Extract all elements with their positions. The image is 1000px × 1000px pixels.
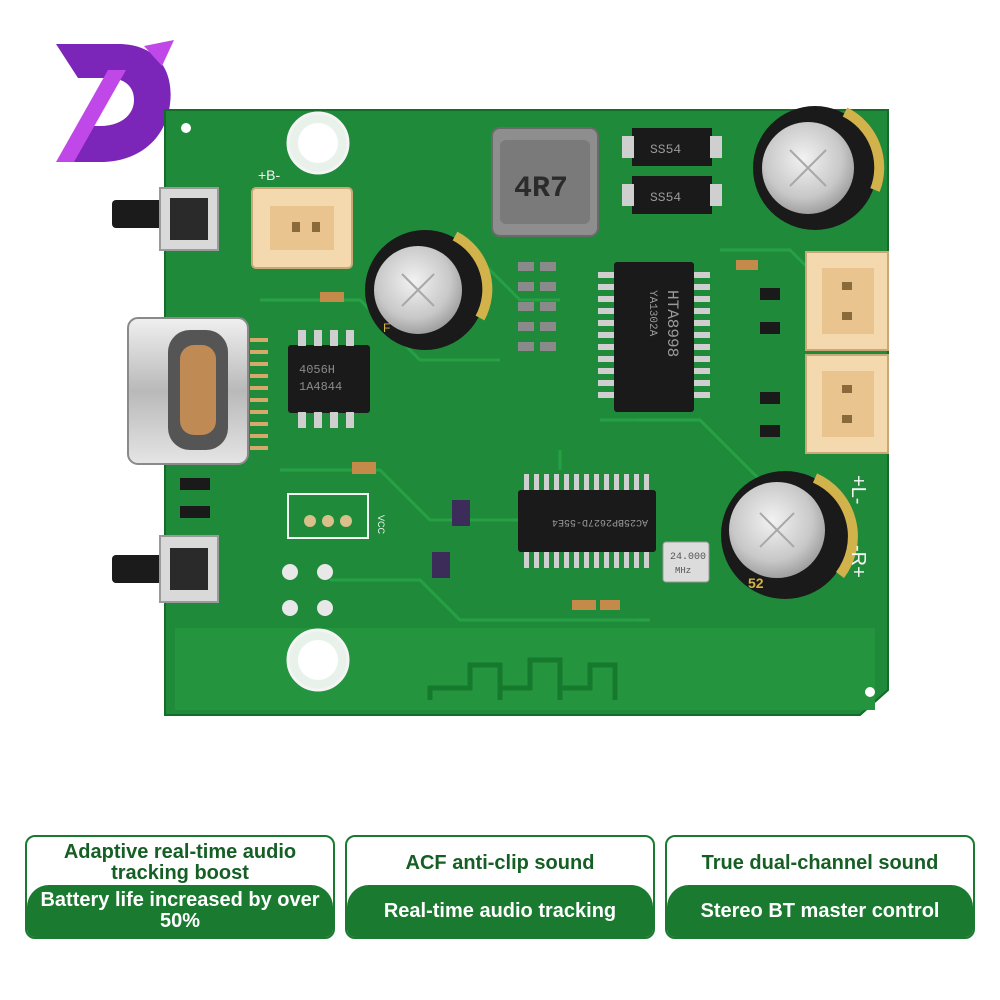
fiducial-bottom	[865, 687, 875, 697]
feature-card-1-title: Adaptive real-time audio tracking boost	[63, 841, 297, 884]
side-button-bottom	[112, 535, 219, 603]
svg-text:F: F	[383, 321, 390, 335]
svg-text:SS54: SS54	[650, 142, 681, 157]
svg-text:SS54: SS54	[650, 190, 681, 205]
usb-c-port	[127, 317, 268, 465]
speaker-connector-right	[805, 354, 889, 454]
fiducial-top	[181, 123, 191, 133]
pcb-traces	[260, 248, 822, 622]
capacitor-top-right	[753, 106, 885, 230]
feature-card-1: Adaptive real-time audio tracking boost …	[25, 835, 335, 939]
feature-card-2-title: ACF anti-clip sound	[405, 851, 595, 874]
smd-components	[180, 260, 780, 610]
svg-text:1A4844: 1A4844	[299, 380, 342, 394]
crystal: 24.000 MHz	[662, 541, 710, 583]
svg-text:MHz: MHz	[675, 566, 691, 576]
antenna-area	[175, 628, 875, 710]
feature-card-3: True dual-channel sound Stereo BT master…	[665, 835, 975, 939]
test-pads	[282, 564, 333, 616]
left-channel-label: +L-	[847, 475, 869, 504]
svg-text:4056H: 4056H	[299, 363, 335, 377]
mounting-holes	[286, 111, 350, 692]
svg-text:HTA8998: HTA8998	[663, 290, 681, 357]
vcc-header: VCC	[287, 493, 386, 539]
amplifier-chip: HTA8998 YA1302A	[598, 262, 710, 412]
capacitor-center: F	[365, 230, 493, 350]
svg-text:VCC: VCC	[376, 515, 386, 535]
right-channel-label: -R+	[847, 545, 869, 578]
diode-2: SS54	[622, 176, 722, 214]
bluetooth-amplifier-board: +B- 4056H 1A4844	[112, 106, 889, 716]
svg-text:4R7: 4R7	[514, 172, 568, 206]
speaker-connector-left	[805, 251, 889, 351]
capacitor-bottom-right: 52	[721, 471, 858, 599]
bluetooth-chip: AC25BP2627D-55E4	[518, 474, 656, 568]
svg-text:24.000: 24.000	[670, 552, 706, 563]
svg-text:52: 52	[748, 575, 764, 591]
feature-card-2-subtitle: Real-time audio tracking	[347, 885, 653, 937]
svg-text:YA1302A: YA1302A	[646, 290, 658, 337]
charger-chip: 4056H 1A4844	[288, 330, 370, 428]
feature-card-3-subtitle: Stereo BT master control	[667, 885, 973, 937]
feature-card-3-title: True dual-channel sound	[701, 851, 939, 874]
antenna-trace	[427, 657, 618, 700]
feature-card-2: ACF anti-clip sound Real-time audio trac…	[345, 835, 655, 939]
battery-label: +B-	[258, 167, 281, 183]
feature-card-1-subtitle: Battery life increased by over 50%	[27, 885, 333, 937]
d-letter-brand-icon	[56, 40, 174, 162]
diode-1: SS54	[622, 128, 722, 166]
side-button-top	[112, 187, 219, 251]
inductor: 4R7	[491, 127, 599, 237]
brand-logo	[56, 40, 174, 162]
svg-text:AC25BP2627D-55E4: AC25BP2627D-55E4	[552, 516, 648, 527]
